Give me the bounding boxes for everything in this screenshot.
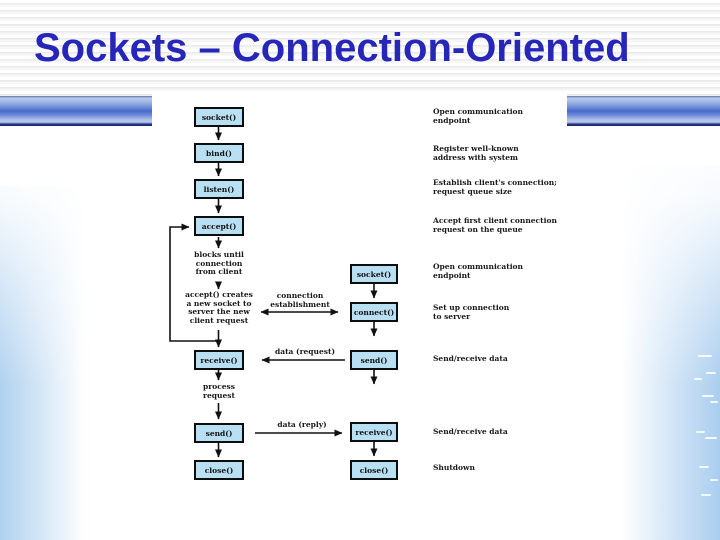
- annotation-line: Send/receive data: [433, 354, 508, 363]
- annotation-line: endpoint: [433, 270, 471, 280]
- edge-dash: [710, 479, 718, 481]
- client-box-receive: receive(): [350, 422, 398, 442]
- edge-dash: [696, 431, 705, 433]
- client-box-send: send(): [350, 350, 398, 370]
- edge-dash: [694, 378, 702, 380]
- note-line: establishment: [270, 299, 330, 309]
- server-box-socket: socket(): [194, 107, 244, 127]
- client-box-close: close(): [350, 460, 398, 480]
- client-box-socket: socket(): [350, 264, 398, 284]
- annotation-open-endpoint-server: Open communication endpoint: [433, 107, 565, 125]
- note-process-request: process request: [164, 382, 274, 400]
- annotation-setup-connection: Set up connection to server: [433, 303, 565, 321]
- edge-dash: [699, 466, 709, 468]
- annotation-establish-connection: Establish client's connection; request q…: [433, 178, 565, 196]
- annotation-shutdown: Shutdown: [433, 463, 565, 473]
- note-line: client request: [189, 315, 249, 325]
- annotation-line: Establish client's connection;: [433, 178, 557, 187]
- server-box-bind: bind(): [194, 143, 244, 163]
- note-line: request: [203, 390, 235, 400]
- edge-dash: [706, 372, 716, 374]
- server-box-accept: accept(): [194, 216, 244, 236]
- note-line: connection: [276, 291, 324, 300]
- annotation-line: Accept first client connection: [433, 216, 557, 225]
- label-data-reply: data (reply): [277, 420, 327, 429]
- note-line: connection: [195, 258, 243, 268]
- label-connection-establishment: connection establishment: [250, 291, 350, 309]
- note-line: a new socket to: [186, 298, 252, 308]
- server-box-close: close(): [194, 460, 244, 480]
- annotation-line: Send/receive data: [433, 427, 508, 436]
- annotation-line: Set up connection: [433, 303, 510, 312]
- edge-dash: [701, 494, 711, 496]
- server-box-listen: listen(): [194, 179, 244, 199]
- note-accept-creates: accept() creates a new socket to server …: [164, 290, 274, 325]
- edge-dash: [705, 437, 717, 439]
- edge-dash: [710, 401, 718, 403]
- annotation-send-receive-1: Send/receive data: [433, 354, 565, 364]
- annotation-line: request on the queue: [433, 224, 523, 234]
- annotation-send-receive-2: Send/receive data: [433, 427, 565, 437]
- note-line: blocks until: [194, 250, 244, 259]
- diagram-panel: socket() bind() listen() accept() receiv…: [152, 93, 567, 497]
- flow-arrows-layer: [169, 127, 378, 458]
- annotation-line: to server: [433, 311, 471, 321]
- edge-dash: [698, 355, 712, 357]
- annotation-open-endpoint-client: Open communication endpoint: [433, 262, 565, 280]
- client-box-connect: connect(): [350, 302, 398, 322]
- annotation-line: Shutdown: [433, 463, 475, 472]
- annotation-accept-first: Accept first client connection request o…: [433, 216, 565, 234]
- annotation-line: address with system: [433, 152, 518, 162]
- edge-dash: [702, 395, 714, 397]
- note-line: process: [203, 382, 235, 391]
- server-box-send: send(): [194, 423, 244, 443]
- note-line: from client: [195, 267, 243, 277]
- arrow-loop-to-accept: [169, 223, 219, 342]
- note-line: accept() creates: [185, 290, 253, 299]
- annotation-line: Register well-known: [433, 144, 519, 153]
- label-data-request: data (request): [274, 347, 335, 356]
- annotation-register-address: Register well-known address with system: [433, 144, 565, 162]
- annotation-line: Open communication: [433, 262, 524, 271]
- annotation-line: endpoint: [433, 115, 471, 125]
- annotation-line: Open communication: [433, 107, 524, 116]
- server-box-receive: receive(): [194, 350, 244, 370]
- note-blocks-until: blocks until connection from client: [164, 250, 274, 277]
- note-line: server the new: [188, 307, 250, 317]
- annotation-line: request queue size: [433, 186, 512, 196]
- slide-title: Sockets – Connection-Oriented: [34, 26, 630, 70]
